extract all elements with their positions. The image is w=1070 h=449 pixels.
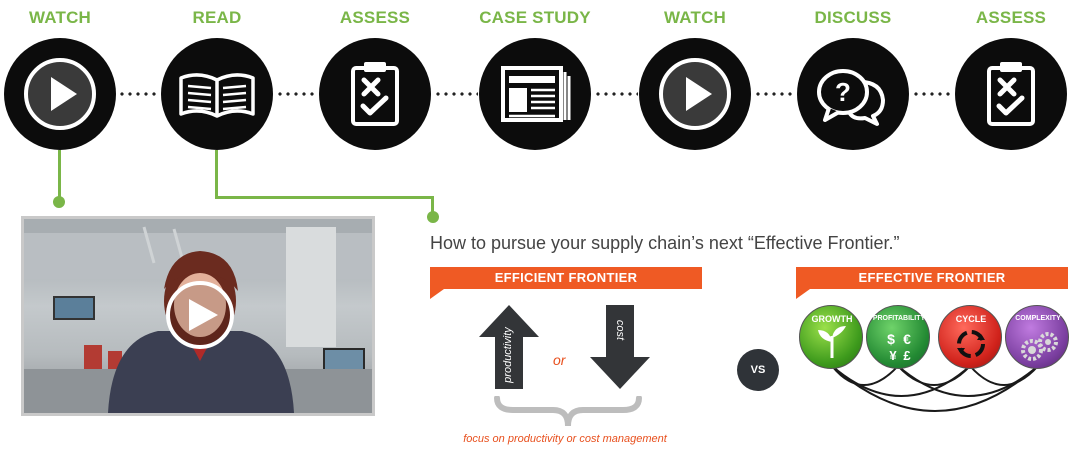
play-icon — [659, 58, 731, 130]
complexity-ball: COMPLEXITY — [1005, 305, 1069, 369]
efficient-frontier-banner: EFFICIENT FRONTIER — [430, 267, 702, 289]
step-case-study-button[interactable] — [479, 38, 591, 150]
read-headline: How to pursue your supply chain’s next “… — [430, 233, 900, 253]
watch-connector-line — [58, 150, 61, 200]
growth-ball: GROWTH — [799, 305, 863, 369]
read-connector-line — [215, 150, 218, 198]
frontier-network-lines — [831, 365, 1039, 412]
svg-text:¥: ¥ — [889, 348, 897, 363]
up-arrow-label: productivity — [502, 327, 514, 383]
sprout-icon — [818, 326, 846, 358]
step-watch-button[interactable] — [4, 38, 116, 150]
down-arrow-label: cost — [614, 319, 626, 341]
banner-tail — [796, 289, 810, 299]
dotted-connector — [434, 92, 478, 96]
dotted-connector — [594, 92, 638, 96]
step-watch-2-button[interactable] — [639, 38, 751, 150]
video-frame — [24, 219, 372, 413]
dotted-connector — [276, 92, 318, 96]
up-arrow-icon — [479, 305, 539, 389]
step-discuss-button[interactable]: ? — [797, 38, 909, 150]
step-label-assess: ASSESS — [339, 8, 411, 27]
read-connector-line — [215, 196, 434, 199]
video-thumbnail[interactable] — [21, 216, 375, 416]
step-read-button[interactable] — [161, 38, 273, 150]
read-connector-dot — [427, 211, 439, 223]
clipboard-check-icon — [987, 62, 1035, 126]
or-label: or — [553, 352, 566, 368]
svg-text:?: ? — [835, 77, 851, 107]
play-icon — [24, 58, 96, 130]
step-assess-2-button[interactable] — [955, 38, 1067, 150]
book-icon — [179, 73, 255, 118]
newspaper-icon — [501, 66, 571, 122]
gears-icon — [1021, 332, 1058, 361]
step-label-watch: WATCH — [28, 8, 92, 27]
down-arrow-icon — [590, 305, 650, 389]
effective-frontier-banner: EFFECTIVE FRONTIER — [796, 267, 1068, 289]
currency-icon: $ € ¥ £ — [887, 331, 911, 363]
read-connector-line — [431, 196, 434, 214]
efficient-frontier-caption: focus on productivity or cost management — [463, 433, 667, 445]
dotted-connector — [118, 92, 160, 96]
step-label-watch-2: WATCH — [663, 8, 727, 27]
step-label-assess-2: ASSESS — [975, 8, 1047, 27]
banner-tail — [430, 289, 444, 299]
dotted-connector — [912, 92, 954, 96]
svg-text:£: £ — [903, 348, 911, 363]
curly-brace — [494, 396, 642, 427]
dotted-connector — [754, 92, 796, 96]
profitability-ball: $ € ¥ £ PROFITABILITY — [866, 305, 930, 369]
video-play-icon[interactable] — [24, 219, 372, 413]
step-label-discuss: DISCUSS — [814, 8, 892, 27]
svg-text:$: $ — [887, 331, 895, 347]
cycle-arrows-icon — [957, 330, 985, 358]
chat-bubbles-icon: ? — [817, 69, 885, 126]
step-assess-button[interactable] — [319, 38, 431, 150]
step-label-read: READ — [192, 8, 242, 27]
svg-text:€: € — [903, 331, 911, 347]
vs-badge: VS — [737, 349, 779, 391]
step-label-case-study: CASE STUDY — [479, 8, 591, 27]
cycle-ball: CYCLE — [938, 305, 1002, 369]
clipboard-check-icon — [351, 62, 399, 126]
watch-connector-dot — [53, 196, 65, 208]
